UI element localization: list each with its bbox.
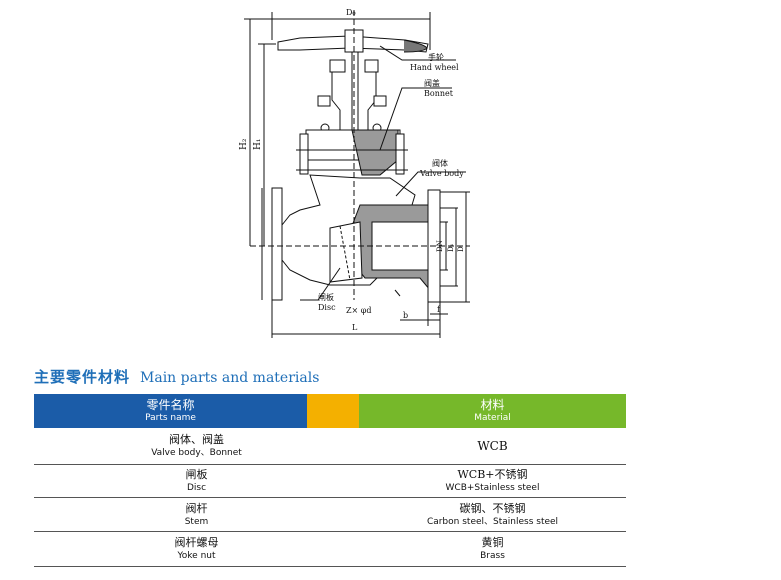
section-title: 主要零件材料 Main parts and materials xyxy=(34,366,319,387)
disc-label-en: Disc xyxy=(318,303,336,312)
material-en: Brass xyxy=(480,551,505,561)
material-zh: 黄铜 xyxy=(481,536,504,549)
header-parts-name: 零件名称 Parts name xyxy=(34,394,307,428)
material-en: Carbon steel、Stainless steel xyxy=(426,516,559,527)
gate-valve-drawing: D₀ H₂ H₁ DN D₁ D b f L Z× φd 手轮 Hand whe… xyxy=(239,8,470,338)
bonnet-label-zh: 阀盖 xyxy=(424,78,440,88)
handwheel-label-zh: 手轮 xyxy=(428,52,444,62)
part-name-zh: 阀杆 xyxy=(185,501,208,515)
material-en: WCB+Stainless steel xyxy=(445,483,540,493)
body-label-en: Valve body xyxy=(419,169,464,178)
part-name-en: Valve body、Bonnet xyxy=(151,448,242,458)
table-header-row: 零件名称 Parts name 材料 Material xyxy=(34,394,626,428)
part-name-zh: 闸板 xyxy=(185,468,208,481)
part-cell: 阀杆螺母 Yoke nut xyxy=(34,531,359,567)
bonnet-label-en: Bonnet xyxy=(424,89,454,98)
section-title-en: Main parts and materials xyxy=(140,370,320,386)
parts-materials-table: 零件名称 Parts name 材料 Material 阀体、阀盖 Valve … xyxy=(34,394,626,567)
f-dim-label: f xyxy=(437,305,441,314)
material-zh: 碳钢、不锈钢 xyxy=(459,501,526,515)
section-title-zh: 主要零件材料 xyxy=(34,368,131,386)
table-row: 阀杆螺母 Yoke nut 黄铜 Brass xyxy=(34,531,626,567)
table-row: 闸板 Disc WCB+不锈钢 WCB+Stainless steel xyxy=(34,464,626,498)
material-cell: WCB xyxy=(359,428,626,465)
part-name-zh: 阀杆螺母 xyxy=(174,536,219,549)
header-parts-name-en: Parts name xyxy=(145,413,196,423)
d1-dim-label: D₁ xyxy=(447,243,455,252)
material-cell: 黄铜 Brass xyxy=(359,531,626,567)
material-zh: WCB+不锈钢 xyxy=(457,468,528,481)
part-name-en: Stem xyxy=(184,516,209,527)
d-dim-label: D xyxy=(457,246,465,252)
handwheel-label-en: Hand wheel xyxy=(410,63,459,72)
disc-label-zh: 闸板 xyxy=(318,292,334,302)
h2-dim-label: H₂ xyxy=(239,138,249,150)
part-name-en: Yoke nut xyxy=(177,551,216,561)
body-label-zh: 阀体 xyxy=(432,158,448,168)
dn-dim-label: DN xyxy=(436,240,444,252)
header-spacer xyxy=(307,394,359,428)
header-material-en: Material xyxy=(474,413,511,423)
material-cell: 碳钢、不锈钢 Carbon steel、Stainless steel xyxy=(359,497,626,532)
part-cell: 闸板 Disc xyxy=(34,464,359,498)
part-name-en: Disc xyxy=(186,483,207,493)
h1-dim-label: H₁ xyxy=(253,139,263,150)
part-cell: 阀体、阀盖 Valve body、Bonnet xyxy=(34,428,359,465)
b-dim-label: b xyxy=(403,311,408,320)
material-cell: WCB+不锈钢 WCB+Stainless steel xyxy=(359,464,626,498)
l-dim-label: L xyxy=(352,323,358,332)
d0-dim-label: D₀ xyxy=(346,8,356,17)
part-name-zh: 阀体、阀盖 xyxy=(169,433,224,446)
header-parts-name-zh: 零件名称 xyxy=(146,398,195,412)
table-row: 阀杆 Stem 碳钢、不锈钢 Carbon steel、Stainless st… xyxy=(34,497,626,532)
holes-dim-label: Z× φd xyxy=(346,306,372,315)
material-value: WCB xyxy=(477,439,508,453)
header-material-zh: 材料 xyxy=(480,398,505,412)
part-cell: 阀杆 Stem xyxy=(34,497,359,532)
header-material: 材料 Material xyxy=(359,394,626,428)
table-row: 阀体、阀盖 Valve body、Bonnet WCB xyxy=(34,428,626,465)
